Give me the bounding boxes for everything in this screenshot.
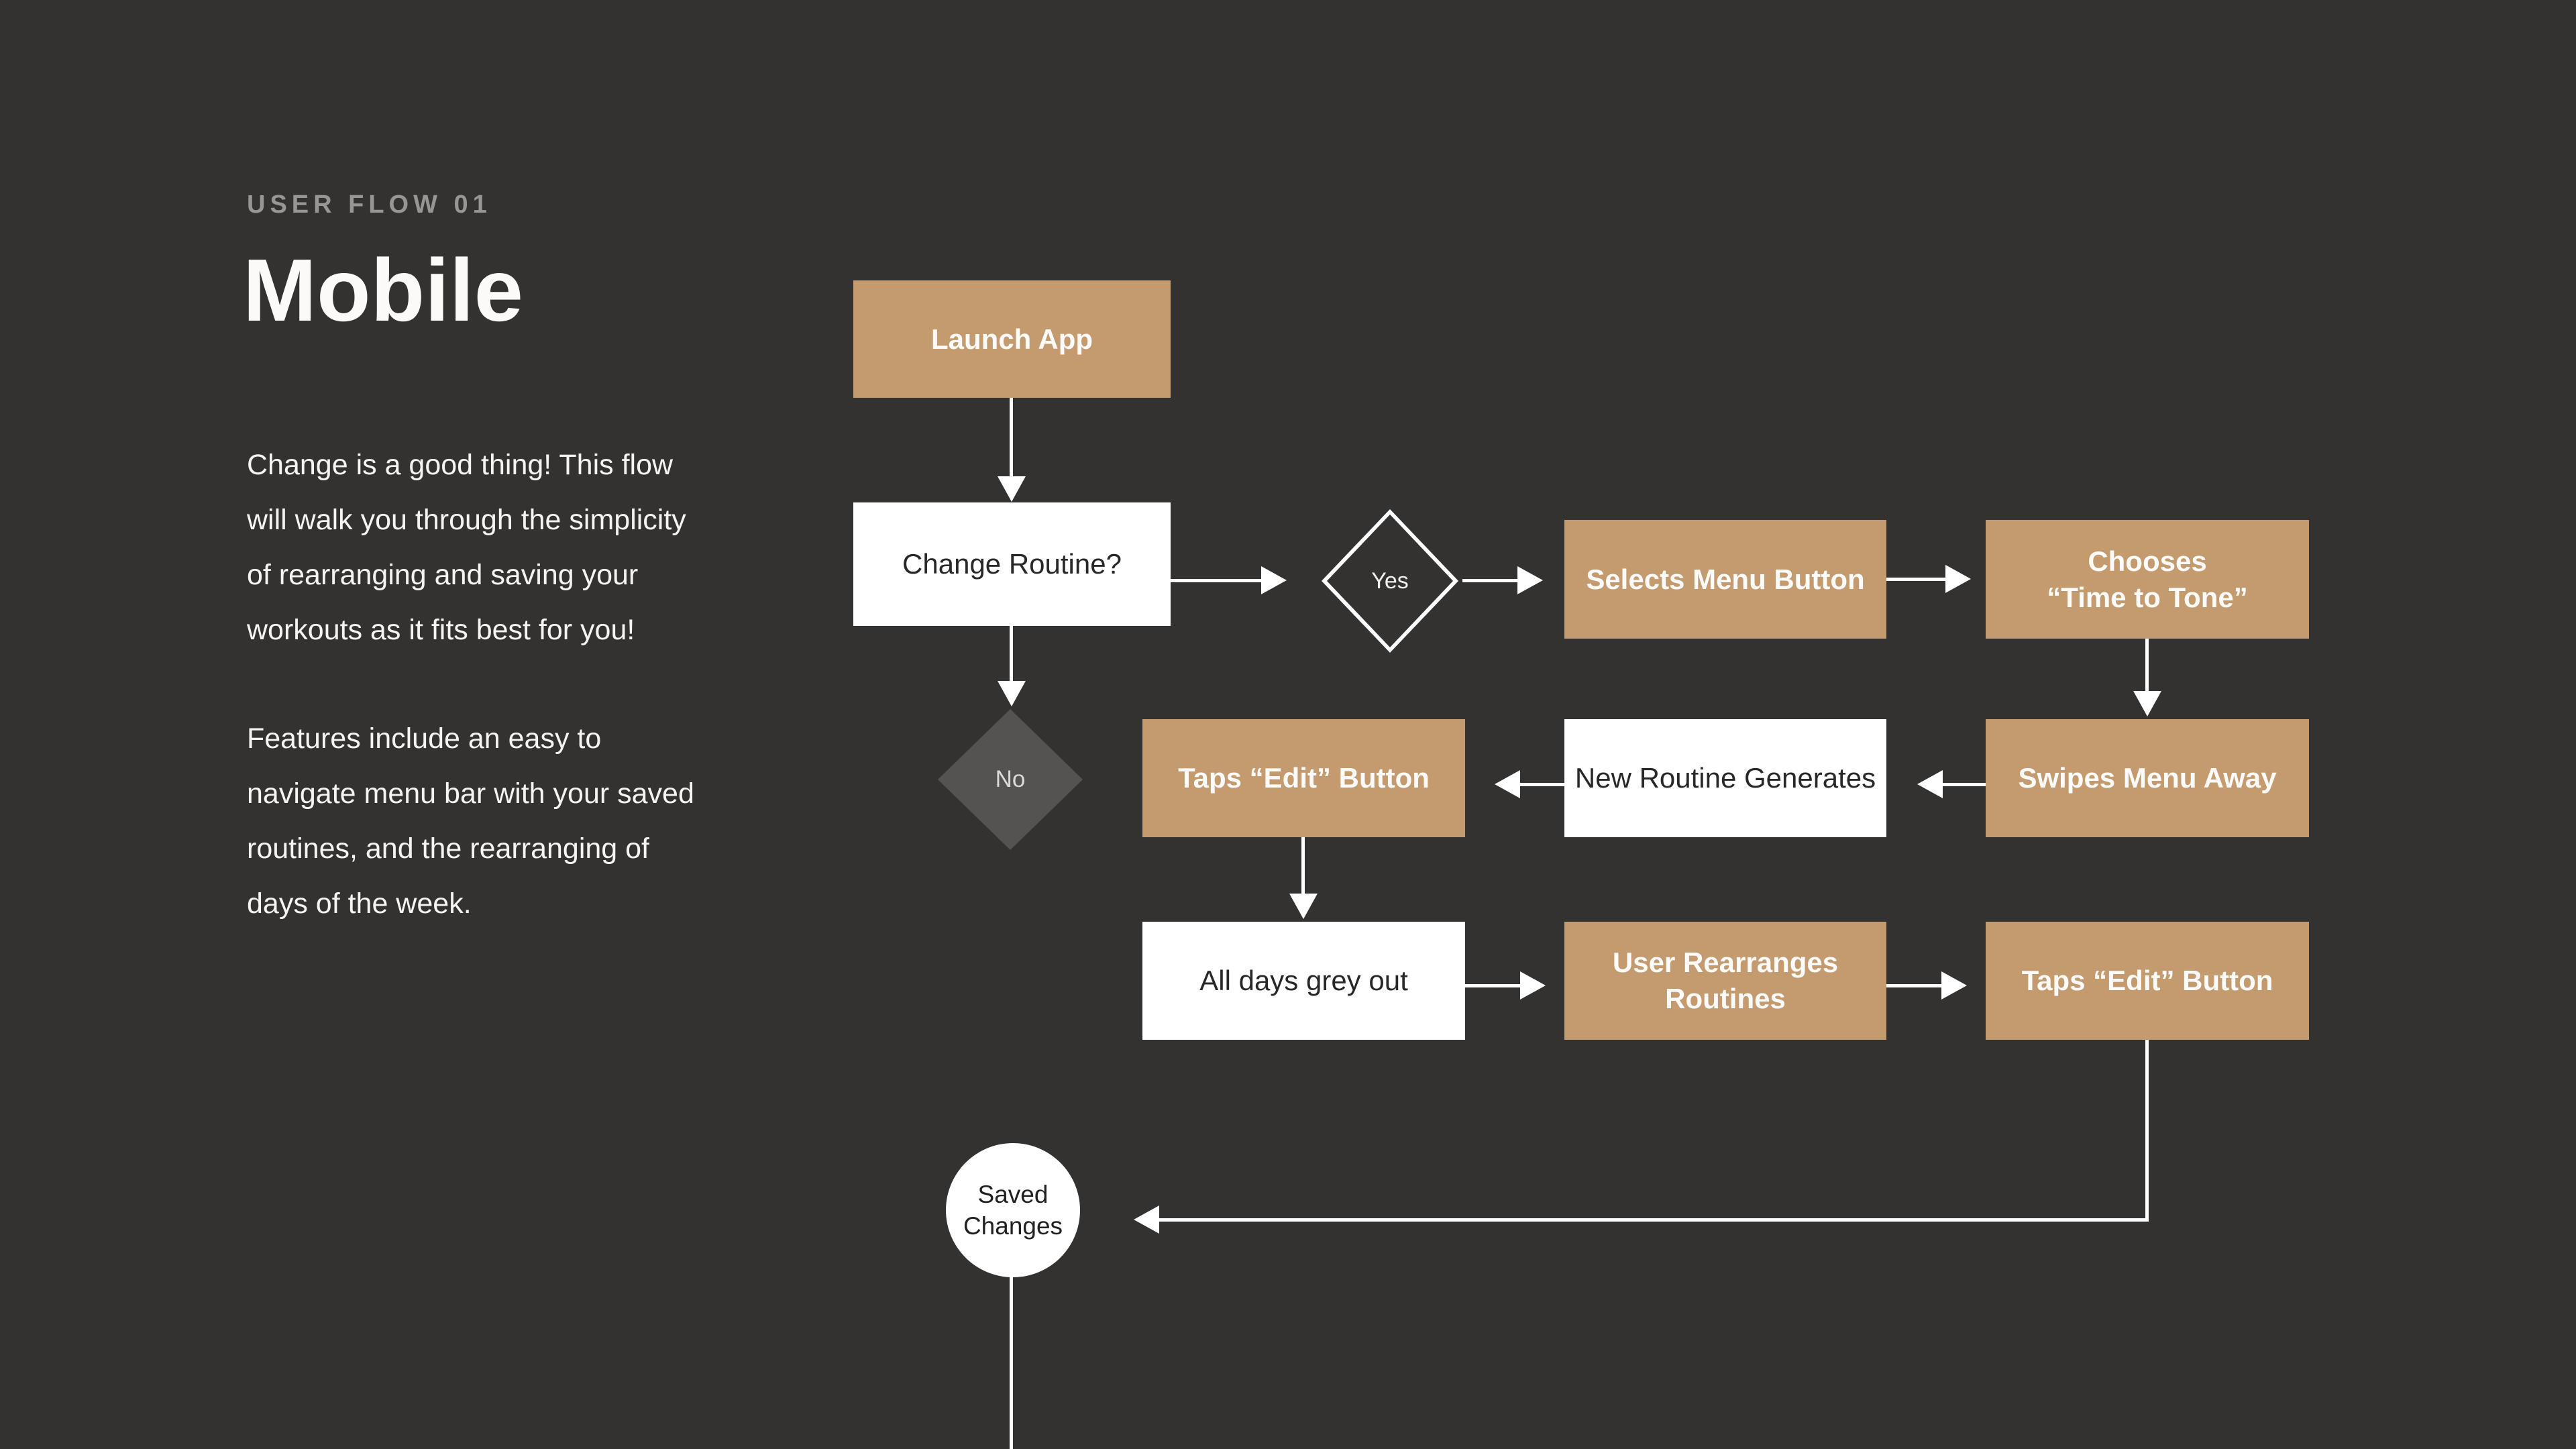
decision-yes-label-wrap: Yes	[1322, 509, 1458, 653]
node-saved-changes-label: Saved Changes	[963, 1181, 1063, 1240]
arrow-chooses-to-swipes-shaft	[2145, 639, 2149, 691]
arrow-alldays-to-rearranges-shaft	[1465, 984, 1520, 987]
arrow-selects-to-chooses-head	[1945, 565, 1971, 593]
arrow-change-to-no-head	[998, 681, 1026, 706]
node-user-rearranges-routines: User Rearranges Routines	[1564, 922, 1886, 1040]
node-chooses-time-to-tone-label: Chooses “Time to Tone”	[2047, 545, 2248, 613]
node-change-routine: Change Routine?	[853, 502, 1171, 626]
node-new-routine-generates: New Routine Generates	[1564, 719, 1886, 837]
arrow-chooses-to-swipes-head	[2133, 691, 2161, 716]
arrow-tapsedit2-return-horizontal	[1159, 1218, 2149, 1222]
arrow-tapsedit1-to-alldays-shaft	[1301, 837, 1305, 894]
decision-no-label: No	[995, 766, 1026, 792]
arrow-launch-to-change-head	[998, 476, 1026, 502]
decision-no-label-wrap: No	[938, 709, 1083, 850]
arrow-change-to-yes-shaft	[1171, 579, 1261, 582]
description-paragraph-2: Features include an easy to navigate men…	[247, 722, 694, 920]
arrow-yes-to-selects-shaft	[1462, 579, 1517, 582]
description-paragraph-1: Change is a good thing! This flow will w…	[247, 449, 686, 646]
arrow-newroutine-to-tapsedit1-shaft	[1520, 783, 1564, 786]
node-new-routine-generates-label: New Routine Generates	[1574, 762, 1876, 794]
arrow-change-to-yes-head	[1261, 566, 1287, 594]
arrow-rearranges-to-tapsedit2-shaft	[1886, 984, 1941, 987]
arrow-launch-to-change-shaft	[1010, 398, 1013, 476]
node-taps-edit-button-1: Taps “Edit” Button	[1142, 719, 1465, 837]
node-user-rearranges-routines-label: User Rearranges Routines	[1612, 947, 1839, 1014]
node-launch-app: Launch App	[853, 280, 1171, 398]
page-title: Mobile	[243, 241, 523, 339]
node-saved-changes: Saved Changes	[946, 1143, 1080, 1277]
node-launch-app-label: Launch App	[930, 323, 1093, 355]
node-all-days-grey-out: All days grey out	[1142, 922, 1465, 1040]
arrow-tapsedit2-return-vertical	[2145, 1040, 2149, 1222]
arrow-change-to-no-shaft	[1010, 626, 1013, 681]
node-chooses-time-to-tone: Chooses “Time to Tone”	[1986, 520, 2309, 639]
node-taps-edit-button-2-label: Taps “Edit” Button	[2021, 965, 2273, 996]
node-taps-edit-button-2: Taps “Edit” Button	[1986, 922, 2309, 1040]
eyebrow-label: USER FLOW 01	[247, 191, 492, 219]
arrow-newroutine-to-tapsedit1-head	[1495, 770, 1520, 798]
line-saved-changes-continuation	[1010, 1275, 1013, 1449]
node-selects-menu-button: Selects Menu Button	[1564, 520, 1886, 639]
node-change-routine-label: Change Routine?	[902, 548, 1122, 580]
node-swipes-menu-away: Swipes Menu Away	[1986, 719, 2309, 837]
arrow-selects-to-chooses-shaft	[1886, 578, 1945, 581]
node-swipes-menu-away-label: Swipes Menu Away	[2018, 762, 2277, 794]
arrow-alldays-to-rearranges-head	[1520, 971, 1546, 1000]
decision-yes-label: Yes	[1371, 568, 1409, 594]
node-all-days-grey-out-label: All days grey out	[1199, 965, 1408, 996]
arrow-yes-to-selects-head	[1517, 566, 1543, 594]
arrow-tapsedit1-to-alldays-head	[1289, 894, 1318, 919]
arrow-return-to-saved-head	[1134, 1205, 1159, 1234]
node-taps-edit-button-1-label: Taps “Edit” Button	[1178, 762, 1430, 794]
arrow-rearranges-to-tapsedit2-head	[1941, 971, 1967, 1000]
arrow-swipes-to-newroutine-head	[1917, 770, 1943, 798]
node-selects-menu-button-label: Selects Menu Button	[1586, 563, 1865, 595]
arrow-swipes-to-newroutine-shaft	[1943, 783, 1986, 786]
